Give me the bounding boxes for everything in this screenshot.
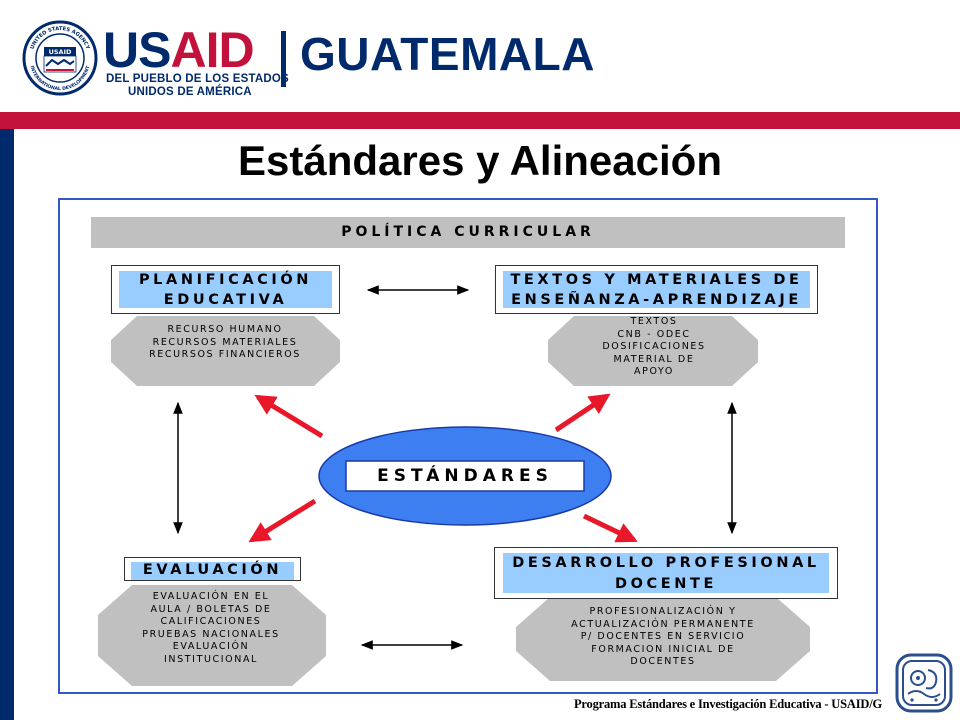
usaid-tagline-line1: DEL PUEBLO DE LOS ESTADOS — [106, 73, 289, 85]
textos-items: TEXTOS CNB - ODEC DOSIFICACIONES MATERIA… — [550, 316, 758, 379]
desarrollo-title-box — [494, 547, 838, 599]
desarrollo-item: FORMACION INICIAL DE — [591, 643, 735, 655]
desarrollo-item: PROFESIONALIZACIÓN Y — [589, 606, 737, 617]
planificacion-item: RECURSOS FINANCIEROS — [149, 349, 301, 360]
left-navy-bar — [0, 129, 14, 720]
header-red-band — [0, 112, 960, 129]
textos-item: APOYO — [634, 366, 674, 377]
usaid-logo-aid: AID — [170, 22, 254, 78]
maya-glyph-icon — [895, 653, 953, 713]
textos-item: DOSIFICACIONES — [602, 341, 706, 352]
evaluacion-item: EVALUACIÓN — [172, 641, 250, 652]
planificacion-item: RECURSOS MATERIALES — [152, 336, 298, 348]
evaluacion-title-box — [124, 557, 301, 581]
desarrollo-item: ACTUALIZACIÓN PERMANENTE — [571, 618, 755, 630]
planificacion-title-line1: PLANIFICACIÓN — [138, 272, 313, 288]
usaid-seal-icon: UNITED STATES AGENCY INTERNATIONAL DEVEL… — [22, 20, 98, 96]
usaid-tagline-line2: UNIDOS DE AMÉRICA — [128, 86, 252, 98]
desarrollo-items: PROFESIONALIZACIÓN Y ACTUALIZACIÓN PERMA… — [517, 606, 809, 669]
textos-title-line2: ENSEÑANZA-APRENDIZAJE — [511, 292, 802, 308]
desarrollo-title-line2: DOCENTE — [614, 576, 718, 592]
slide-header: UNITED STATES AGENCY INTERNATIONAL DEVEL… — [0, 0, 960, 112]
evaluacion-item: EVALUACIÓN EN EL — [152, 591, 270, 602]
textos-item: TEXTOS — [630, 316, 678, 327]
desarrollo-item: DOCENTES — [630, 656, 696, 667]
usaid-logo-us: US — [103, 22, 171, 78]
seal-usaid-text: USAID — [49, 48, 72, 56]
evaluacion-title-line1: EVALUACIÓN — [142, 562, 283, 578]
textos-title-line1: TEXTOS Y MATERIALES DE — [510, 272, 803, 288]
planificacion-title-line2: EDUCATIVA — [163, 292, 288, 308]
estandares-label: ESTÁNDARES — [377, 466, 553, 486]
textos-title-box — [495, 265, 818, 314]
evaluacion-item: CALIFICACIONES — [160, 616, 262, 627]
evaluacion-item: INSTITUCIONAL — [164, 653, 258, 665]
desarrollo-title-line1: DESARROLLO PROFESIONAL — [512, 555, 820, 571]
policy-label: POLÍTICA CURRICULAR — [341, 224, 595, 240]
textos-item: MATERIAL DE — [613, 353, 695, 365]
evaluacion-items: EVALUACIÓN EN EL AULA / BOLETAS DE CALIF… — [98, 591, 324, 666]
planificacion-item: RECURSO HUMANO — [167, 324, 283, 335]
header-divider — [281, 31, 286, 87]
planificacion-items: RECURSO HUMANO RECURSOS MATERIALES RECUR… — [112, 324, 338, 362]
textos-item: CNB - ODEC — [617, 328, 691, 340]
evaluacion-item: PRUEBAS NACIONALES — [142, 628, 280, 640]
footer-program-text: Programa Estándares e Investigación Educ… — [574, 697, 882, 711]
slide-title: Estándares y Alineación — [238, 137, 722, 184]
planificacion-title-box — [111, 265, 340, 314]
usaid-logo-word: USAID — [103, 22, 255, 78]
policy-bar — [91, 217, 845, 248]
country-name: GUATEMALA — [300, 28, 595, 80]
desarrollo-item: P/ DOCENTES EN SERVICIO — [580, 631, 746, 642]
evaluacion-item: AULA / BOLETAS DE — [150, 603, 272, 615]
